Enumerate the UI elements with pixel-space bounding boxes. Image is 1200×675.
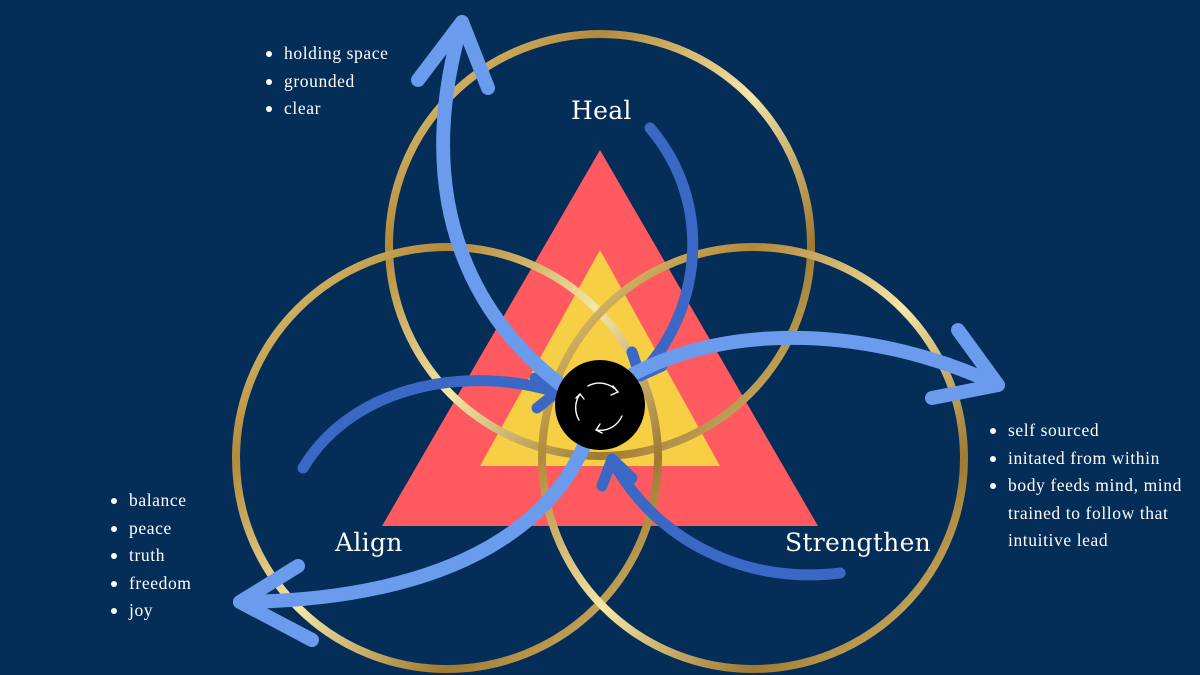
strengthen-outward-arrow-head [925,323,1005,405]
align-circle [232,243,662,673]
list-item: grounded [266,68,389,96]
list-item: self sourced [990,417,1182,445]
heal-outward-arrow [436,15,597,412]
center-circle [555,360,645,450]
list-item: freedom [111,570,192,598]
center-cycle-icon-heads [575,385,620,434]
heal-circle [385,30,815,460]
align-label: Align [335,528,403,557]
align-bullet-list: balance peace truth freedom joy [111,487,192,625]
list-item: truth [111,542,192,570]
strengthen-label: Strengthen [785,528,932,557]
list-item-continuation: trained to follow that [1008,502,1169,523]
list-item: initated from within [990,445,1182,473]
heal-inward-arrow [634,122,699,381]
list-item: body feeds mind, mind [990,472,1182,500]
list-item: clear [266,95,389,123]
list-item: peace [111,515,192,543]
list-item: holding space [266,40,389,68]
heal-bullet-list: holding space grounded clear [266,40,389,123]
strengthen-outward-arrow [598,330,1005,399]
heal-outward-arrow-head [411,15,495,95]
strengthen-inward-arrow-head [596,453,638,492]
strengthen-circle [538,243,968,673]
strengthen-bullet-list: self sourced initated from within body f… [990,417,1182,555]
list-item: balance [111,487,192,515]
list-item: joy [111,597,192,625]
strengthen-inward-arrow [606,454,846,581]
align-inward-arrow [297,375,562,474]
align-outward-arrow [233,393,605,609]
list-item-continuation: intuitive lead [1008,530,1109,550]
heal-label: Heal [571,96,632,125]
align-outward-arrow-head [233,559,319,647]
